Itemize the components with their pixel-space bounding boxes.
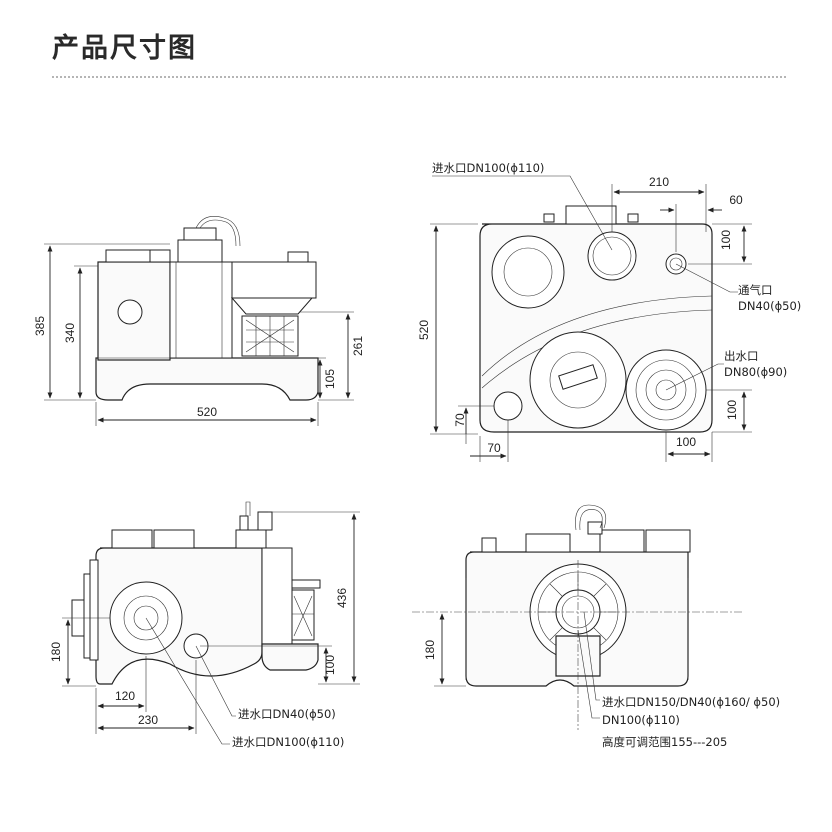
rear-label-inlet-line2: DN100(ϕ110) bbox=[602, 713, 680, 727]
rear-view bbox=[412, 504, 742, 730]
top-view bbox=[430, 175, 752, 462]
rear-label-adjust: 高度可调范围155---205 bbox=[602, 735, 727, 749]
side-dim-436: 436 bbox=[335, 588, 349, 608]
top-dim-100-outlet-x: 100 bbox=[676, 435, 696, 449]
side-dim-180: 180 bbox=[49, 642, 63, 662]
front-dim-385: 385 bbox=[33, 316, 47, 336]
side-label-large-inlet: 进水口DN100(ϕ110) bbox=[232, 735, 344, 749]
side-view bbox=[62, 501, 360, 745]
front-dim-261: 261 bbox=[351, 336, 365, 356]
front-dim-520: 520 bbox=[197, 405, 217, 419]
top-dim-100-vent: 100 bbox=[719, 230, 733, 250]
side-dim-120: 120 bbox=[115, 689, 135, 703]
side-label-small-inlet: 进水口DN40(ϕ50) bbox=[238, 707, 336, 721]
side-dim-230: 230 bbox=[138, 713, 158, 727]
top-label-outlet-name: 出水口 bbox=[724, 349, 759, 363]
rear-dim-180: 180 bbox=[423, 640, 437, 660]
top-label-outlet-size: DN80(ϕ90) bbox=[724, 365, 787, 379]
top-dim-210: 210 bbox=[649, 175, 669, 189]
top-label-vent-size: DN40(ϕ50) bbox=[738, 299, 801, 313]
front-dim-105: 105 bbox=[323, 369, 337, 389]
side-dim-100: 100 bbox=[323, 655, 337, 675]
top-dim-520: 520 bbox=[417, 320, 431, 340]
front-dim-340: 340 bbox=[63, 323, 77, 343]
top-dim-100-outlet-y: 100 bbox=[725, 400, 739, 420]
top-label-vent-name: 通气口 bbox=[738, 283, 773, 297]
top-dim-70-y: 70 bbox=[453, 413, 467, 427]
top-dim-70-x: 70 bbox=[487, 441, 501, 455]
front-view bbox=[44, 216, 354, 426]
page-title: 产品尺寸图 bbox=[52, 33, 197, 64]
title-divider bbox=[52, 76, 786, 78]
top-label-inlet: 进水口DN100(ϕ110) bbox=[432, 161, 544, 175]
rear-label-inlet-line1: 进水口DN150/DN40(ϕ160/ ϕ50) bbox=[602, 695, 780, 709]
top-dim-60: 60 bbox=[729, 193, 743, 207]
